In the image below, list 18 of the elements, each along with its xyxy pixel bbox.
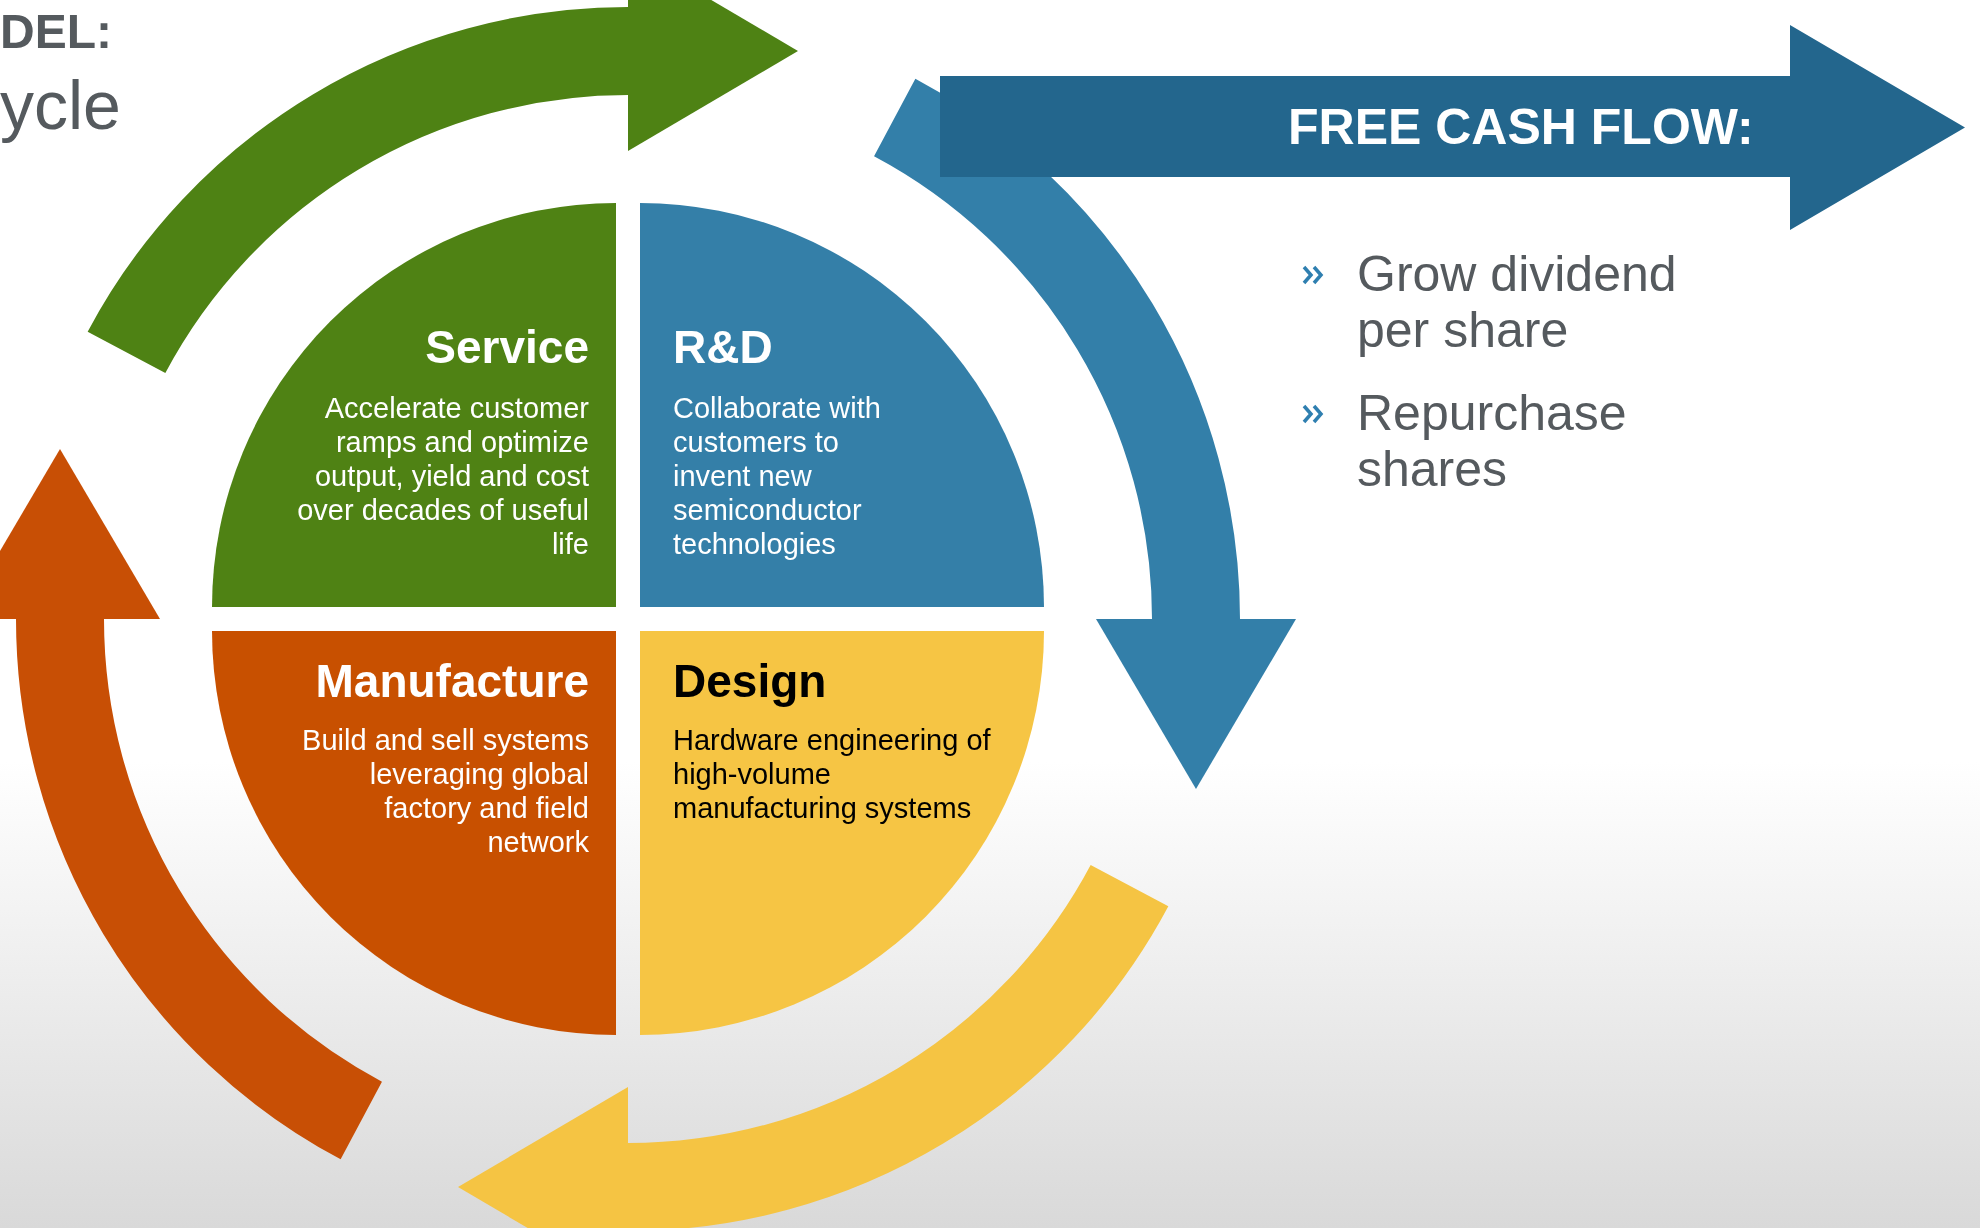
title-fragment: DEL: bbox=[0, 6, 112, 59]
quadrant-segment bbox=[212, 203, 616, 607]
segment-heading: Service bbox=[425, 321, 589, 373]
segment-description: Hardware engineering of high-volume manufacturing systems bbox=[673, 723, 992, 825]
quadrant-segment bbox=[212, 631, 616, 1035]
arrow-banner bbox=[940, 25, 1965, 230]
title-fragment: ycle bbox=[0, 68, 121, 143]
banner-heading: FREE CASH FLOW: bbox=[1288, 101, 1754, 153]
quadrant-segment bbox=[640, 631, 1044, 1035]
bullet-text: Repurchase shares bbox=[1357, 385, 1628, 497]
segment-heading: Design bbox=[673, 655, 827, 707]
quadrant-segment bbox=[640, 203, 1044, 607]
segment-heading: Manufacture bbox=[315, 655, 589, 707]
segment-heading: R&D bbox=[673, 321, 773, 373]
segment-description: Collaborate with customers to invent new semiconductor technologies bbox=[673, 391, 882, 561]
segment-description: Build and sell systems leveraging global factory and field network bbox=[301, 723, 589, 859]
bullet-text: Grow dividend per share bbox=[1357, 246, 1678, 358]
segment-description: Accelerate customer ramps and optimize output, yield and cost over decades of useful life bbox=[296, 391, 589, 561]
